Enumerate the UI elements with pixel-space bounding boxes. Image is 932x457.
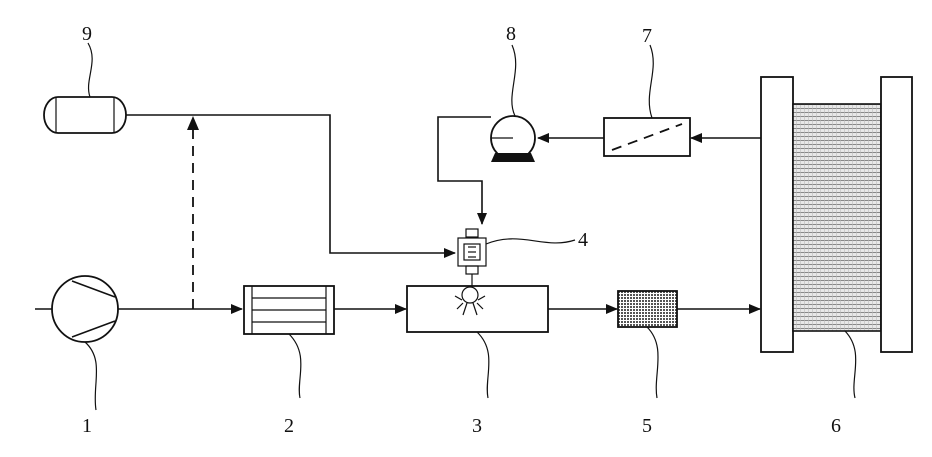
leader-line-1 bbox=[85, 342, 97, 410]
label-1: 1 bbox=[82, 415, 92, 437]
label-4: 4 bbox=[578, 229, 588, 251]
injector bbox=[458, 229, 486, 287]
pump-to-injector-line bbox=[438, 117, 491, 224]
leader-line-8 bbox=[512, 45, 516, 116]
label-7: 7 bbox=[642, 25, 652, 47]
label-8: 8 bbox=[506, 23, 516, 45]
bypass-arrow-head bbox=[187, 116, 199, 130]
label-2: 2 bbox=[284, 415, 294, 437]
label-3: 3 bbox=[472, 415, 482, 437]
pump bbox=[491, 116, 535, 162]
filter bbox=[618, 291, 677, 327]
mixing-chamber bbox=[407, 286, 548, 332]
leader-line-3 bbox=[477, 332, 489, 398]
tank bbox=[44, 97, 126, 133]
leader-line-5 bbox=[647, 327, 658, 398]
label-9: 9 bbox=[82, 23, 92, 45]
leader-line-9 bbox=[88, 43, 92, 97]
leader-line-2 bbox=[289, 334, 301, 398]
fuel-cell-stack bbox=[761, 77, 912, 352]
leader-line-6 bbox=[845, 331, 856, 398]
separator bbox=[604, 118, 690, 156]
heat-exchanger bbox=[244, 286, 334, 334]
label-6: 6 bbox=[831, 415, 841, 437]
leader-line-4 bbox=[486, 239, 575, 244]
compressor bbox=[52, 276, 118, 342]
leader-line-7 bbox=[649, 45, 653, 118]
label-5: 5 bbox=[642, 415, 652, 437]
tank-to-injector-line bbox=[126, 115, 455, 253]
